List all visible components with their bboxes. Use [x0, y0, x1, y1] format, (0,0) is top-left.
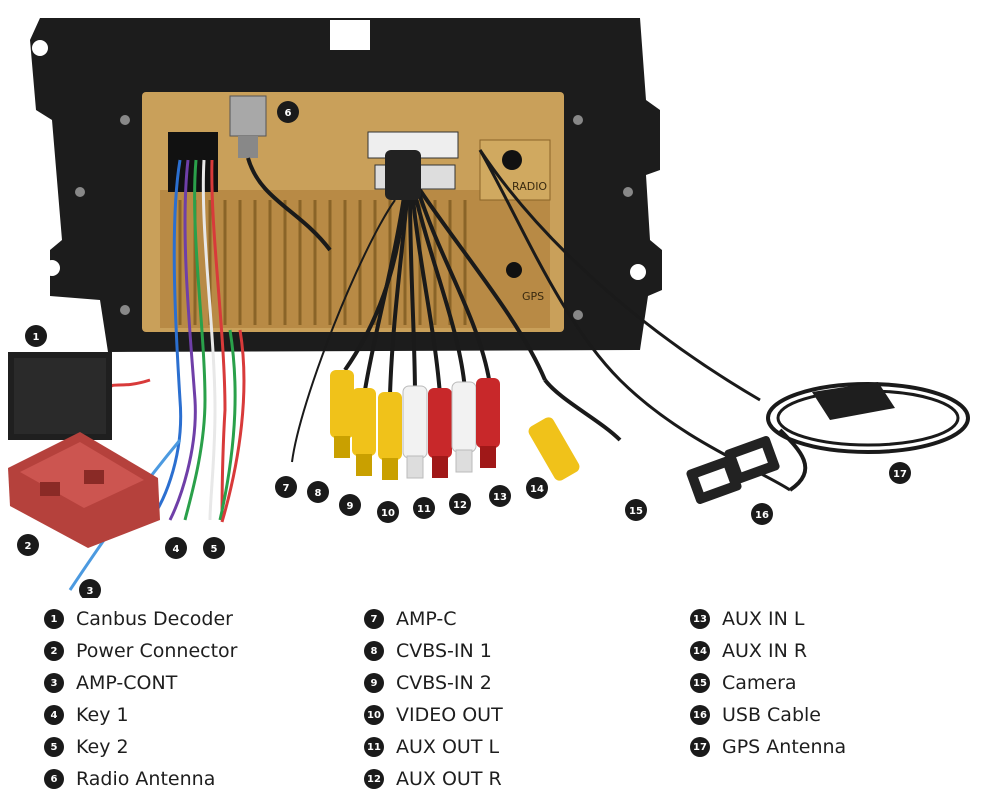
legend-number: 7	[364, 609, 384, 629]
svg-text:3: 3	[87, 586, 94, 597]
callout-3: 3	[79, 579, 101, 598]
legend-number: 12	[364, 769, 384, 789]
legend-label: USB Cable	[722, 704, 821, 726]
svg-text:15: 15	[629, 506, 643, 517]
svg-text:8: 8	[315, 488, 322, 499]
legend-number: 10	[364, 705, 384, 725]
svg-text:5: 5	[211, 544, 218, 555]
legend-label: CVBS-IN 1	[396, 640, 492, 662]
legend-number: 4	[44, 705, 64, 725]
power-connector	[8, 432, 160, 548]
radio-antenna-plug	[229, 95, 332, 252]
callout-10: 10	[377, 501, 399, 523]
legend-label: Key 2	[76, 736, 129, 758]
legend-item: 3 AMP-CONT	[44, 667, 237, 699]
legend-number: 13	[690, 609, 710, 629]
svg-text:10: 10	[381, 508, 395, 519]
legend-number: 14	[690, 641, 710, 661]
legend-item: 2 Power Connector	[44, 635, 237, 667]
svg-text:6: 6	[285, 108, 292, 119]
legend-number: 16	[690, 705, 710, 725]
head-unit-wiring-diagram: RADIO GPS	[8, 18, 970, 598]
legend-item: 11 AUX OUT L	[364, 731, 503, 763]
legend-item: 15 Camera	[690, 667, 846, 699]
rca-plugs	[330, 370, 580, 481]
legend-column-3: 13 AUX IN L 14 AUX IN R 15 Camera 16 USB Cab…	[690, 603, 846, 763]
legend-column-1: 1 Canbus Decoder 2 Power Connector 3 AMP-CO…	[44, 603, 237, 795]
usb-plugs	[686, 436, 780, 504]
legend-label: AMP-C	[396, 608, 457, 630]
canbus-decoder	[8, 352, 112, 440]
legend-item: 16 USB Cable	[690, 699, 846, 731]
legend-item: 8 CVBS-IN 1	[364, 635, 503, 667]
svg-text:16: 16	[755, 510, 769, 521]
legend-item: 6 Radio Antenna	[44, 763, 237, 795]
legend-item: 10 VIDEO OUT	[364, 699, 503, 731]
legend-item: 7 AMP-C	[364, 603, 503, 635]
legend-item: 14 AUX IN R	[690, 635, 846, 667]
svg-text:4: 4	[173, 544, 180, 555]
legend-item: 13 AUX IN L	[690, 603, 846, 635]
legend-number: 1	[44, 609, 64, 629]
legend-number: 5	[44, 737, 64, 757]
svg-text:1: 1	[33, 332, 40, 343]
svg-text:14: 14	[530, 484, 544, 495]
legend-item: 9 CVBS-IN 2	[364, 667, 503, 699]
legend-number: 9	[364, 673, 384, 693]
callout-16: 16	[751, 503, 773, 525]
legend-number: 6	[44, 769, 64, 789]
bundle-collar	[385, 150, 421, 200]
callout-17: 17	[889, 462, 911, 484]
callout-2: 2	[17, 534, 39, 556]
legend-number: 17	[690, 737, 710, 757]
svg-text:12: 12	[453, 500, 467, 511]
svg-text:9: 9	[347, 501, 354, 512]
svg-text:17: 17	[893, 469, 907, 480]
legend-label: Power Connector	[76, 640, 238, 662]
legend-label: Camera	[722, 672, 797, 694]
legend-number: 15	[690, 673, 710, 693]
radio-label: RADIO	[512, 180, 547, 193]
callout-15: 15	[625, 499, 647, 521]
legend-label: AUX IN L	[722, 608, 805, 630]
callout-5: 5	[203, 537, 225, 559]
legend-label: Radio Antenna	[76, 768, 216, 790]
callout-4: 4	[165, 537, 187, 559]
legend-item: 12 AUX OUT R	[364, 763, 503, 795]
legend-label: VIDEO OUT	[396, 704, 503, 726]
legend-label: AMP-CONT	[76, 672, 178, 694]
legend-number: 8	[364, 641, 384, 661]
legend-item: 1 Canbus Decoder	[44, 603, 237, 635]
callout-7: 7	[275, 476, 297, 498]
legend-label: AUX OUT R	[396, 768, 502, 790]
svg-text:11: 11	[417, 504, 431, 515]
callout-13: 13	[489, 485, 511, 507]
legend-number: 2	[44, 641, 64, 661]
callout-markers: 1 2 3 4 5 6 7 8 9 10 11 12 13 14 15 16 1…	[17, 101, 911, 598]
gps-antenna	[766, 382, 970, 492]
legend-label: CVBS-IN 2	[396, 672, 492, 694]
legend-label: AUX IN R	[722, 640, 808, 662]
legend-item: 17 GPS Antenna	[690, 731, 846, 763]
callout-14: 14	[526, 477, 548, 499]
legend-label: GPS Antenna	[722, 736, 847, 758]
callout-8: 8	[307, 481, 329, 503]
svg-text:13: 13	[493, 492, 507, 503]
gps-label: GPS	[522, 290, 544, 303]
callout-12: 12	[449, 493, 471, 515]
legend-label: Key 1	[76, 704, 129, 726]
svg-text:7: 7	[283, 483, 290, 494]
legend-label: AUX OUT L	[396, 736, 500, 758]
legend-number: 3	[44, 673, 64, 693]
legend-item: 4 Key 1	[44, 699, 237, 731]
callout-6: 6	[277, 101, 299, 123]
callout-11: 11	[413, 497, 435, 519]
svg-text:2: 2	[25, 541, 32, 552]
legend-number: 11	[364, 737, 384, 757]
callout-9: 9	[339, 494, 361, 516]
callout-1: 1	[25, 325, 47, 347]
legend-column-2: 7 AMP-C 8 CVBS-IN 1 9 CVBS-IN 2 10 VIDEO OUT…	[364, 603, 503, 795]
legend-label: Canbus Decoder	[76, 608, 233, 630]
legend-item: 5 Key 2	[44, 731, 237, 763]
